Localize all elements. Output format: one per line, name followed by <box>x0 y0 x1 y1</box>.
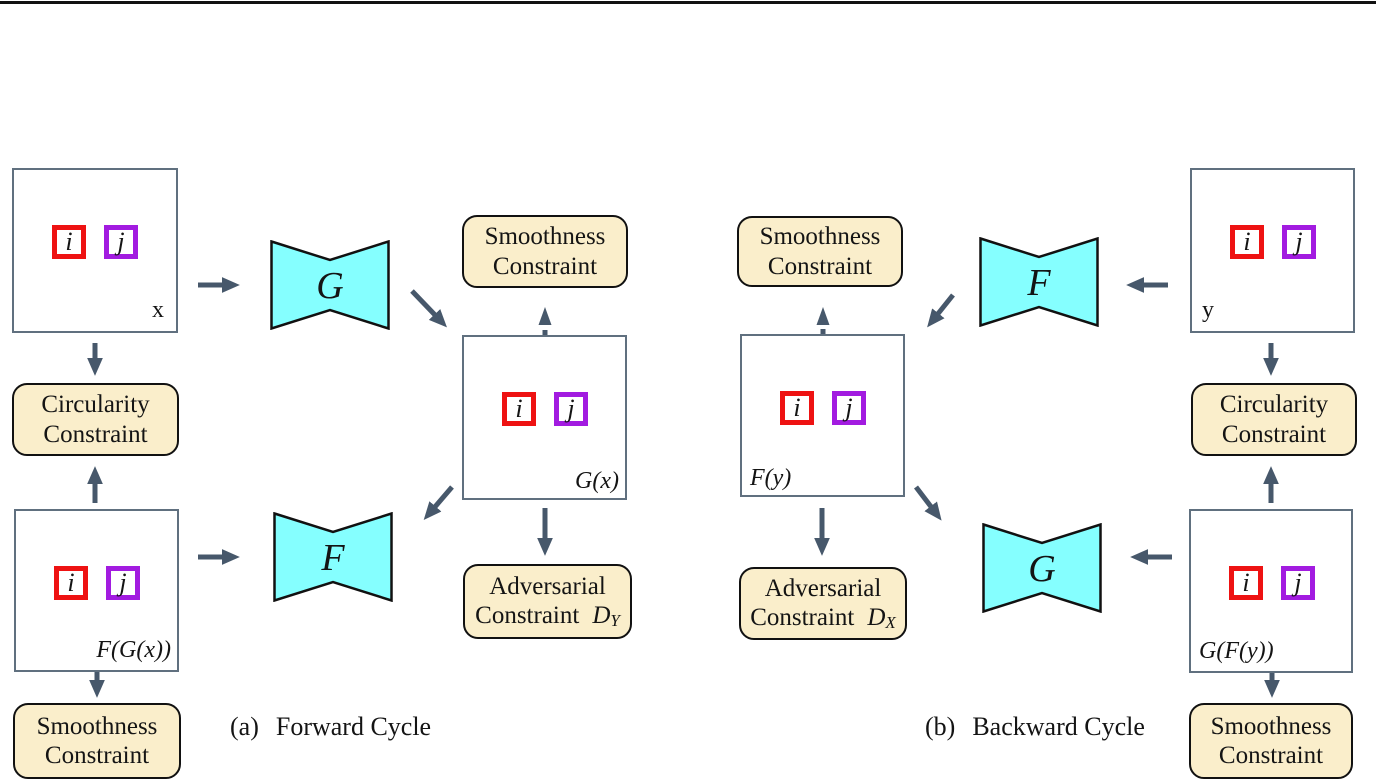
caption-text: Backward Cycle <box>972 712 1145 741</box>
constraint-line2: Constraint <box>767 252 873 280</box>
adversarial-word: Constraint <box>750 604 855 632</box>
arrow-g-to-gx <box>410 289 447 328</box>
bowtie-shape <box>273 512 393 602</box>
image-box-fy: i j F(y) <box>740 334 905 497</box>
patch-i-label: i <box>67 568 75 597</box>
image-label-x: x <box>152 297 164 323</box>
constraint-line2: Constraint <box>1218 742 1324 769</box>
constraint-line2: Constraint <box>44 742 150 769</box>
discriminator-symbol: DY <box>592 602 620 631</box>
smoothness-constraint-backward-top: Smoothness Constraint <box>737 216 903 287</box>
patch-j: j <box>104 225 138 259</box>
d-letter: D <box>592 602 611 630</box>
bowtie-shape <box>270 240 390 330</box>
patch-i: i <box>1230 225 1264 259</box>
caption-backward-cycle: (b) Backward Cycle <box>925 712 1145 742</box>
smoothness-constraint-backward-bottom: Smoothness Constraint <box>1189 703 1353 779</box>
caption-index: (a) <box>230 712 259 741</box>
generator-g-forward: G <box>270 240 390 330</box>
patch-i-label: i <box>65 227 73 256</box>
patch-i: i <box>780 391 814 425</box>
adversarial-word: Constraint <box>475 602 580 630</box>
patch-j: j <box>106 566 140 600</box>
arrow-f-to-fy <box>927 293 955 328</box>
caption-text: Forward Cycle <box>275 712 432 741</box>
caption-forward-cycle: (a) Forward Cycle <box>230 712 431 742</box>
arrow-gx-to-f <box>423 485 454 521</box>
patch-j-label: j <box>117 227 125 256</box>
image-box-gfy: i j G(F(y)) <box>1189 509 1353 673</box>
constraint-line1: Smoothness <box>36 712 158 740</box>
image-label-fy: F(y) <box>750 465 792 491</box>
constraint-line1: Adversarial <box>489 572 606 600</box>
adversarial-constraint-dx: Adversarial Constraint DX <box>739 567 907 640</box>
circularity-constraint-forward: Circularity Constraint <box>12 383 179 456</box>
dashed-arrowhead-gx <box>538 307 552 325</box>
patch-i-label: i <box>793 393 801 422</box>
constraint-line1: Adversarial <box>764 574 882 602</box>
generator-f-label: F <box>321 537 345 579</box>
generator-f-forward: F <box>273 512 393 602</box>
patch-i-label: i <box>1242 568 1250 597</box>
adversarial-constraint-dy: Adversarial Constraint DY <box>463 564 632 639</box>
constraint-line1: Circularity <box>1219 391 1329 419</box>
image-box-x: i j x <box>12 168 178 333</box>
patch-i: i <box>54 566 88 600</box>
generator-g-backward: G <box>982 523 1102 613</box>
generator-g-label: G <box>316 265 344 307</box>
patch-j-label: j <box>119 568 127 597</box>
generator-f-backward: F <box>979 237 1099 327</box>
patch-i: i <box>502 392 536 426</box>
patch-j: j <box>832 391 866 425</box>
constraint-line1: Circularity <box>41 391 150 419</box>
image-box-y: i j y <box>1190 168 1355 333</box>
circularity-constraint-backward: Circularity Constraint <box>1191 383 1357 456</box>
image-label-gx: G(x) <box>575 468 619 494</box>
constraint-line2: Constraint DX <box>750 603 896 633</box>
caption-index: (b) <box>925 712 956 741</box>
smoothness-constraint-forward-top: Smoothness Constraint <box>462 215 628 288</box>
image-box-gx: i j G(x) <box>462 335 627 500</box>
patch-i-label: i <box>1243 227 1251 256</box>
patch-j-label: j <box>1294 568 1302 597</box>
patch-i: i <box>52 225 86 259</box>
arrow-fy-to-g <box>914 485 942 521</box>
patch-j: j <box>1281 566 1315 600</box>
dashed-arrowhead-fy <box>816 307 830 325</box>
patch-j: j <box>1282 225 1316 259</box>
page-top-rule <box>0 1 1376 4</box>
patch-j-label: j <box>567 394 575 423</box>
image-label-gfy: G(F(y)) <box>1199 638 1274 664</box>
patch-j-label: j <box>845 393 853 422</box>
generator-f-label: F <box>1027 262 1051 304</box>
patch-j-label: j <box>1295 227 1303 256</box>
constraint-line2: Constraint <box>43 420 148 448</box>
discriminator-symbol: DX <box>867 604 896 633</box>
constraint-line1: Smoothness <box>1210 712 1332 740</box>
d-subscript-y: Y <box>610 611 620 631</box>
constraint-line2: Constraint DY <box>475 601 620 631</box>
patch-i-label: i <box>515 394 523 423</box>
image-label-y: y <box>1202 297 1214 323</box>
patch-j: j <box>554 392 588 426</box>
constraint-line2: Constraint <box>1221 420 1327 448</box>
constraint-line1: Smoothness <box>759 223 881 251</box>
bowtie-shape <box>979 237 1099 327</box>
generator-g-label: G <box>1028 548 1056 590</box>
smoothness-constraint-forward-bottom: Smoothness Constraint <box>13 703 181 779</box>
constraint-line1: Smoothness <box>484 223 606 251</box>
image-box-fgx: i j F(G(x)) <box>14 509 179 672</box>
image-label-fgx: F(G(x)) <box>96 637 171 663</box>
d-letter: D <box>867 604 886 632</box>
patch-i: i <box>1229 566 1263 600</box>
bowtie-shape <box>982 523 1102 613</box>
d-subscript-x: X <box>885 613 896 633</box>
constraint-line2: Constraint <box>492 252 598 280</box>
